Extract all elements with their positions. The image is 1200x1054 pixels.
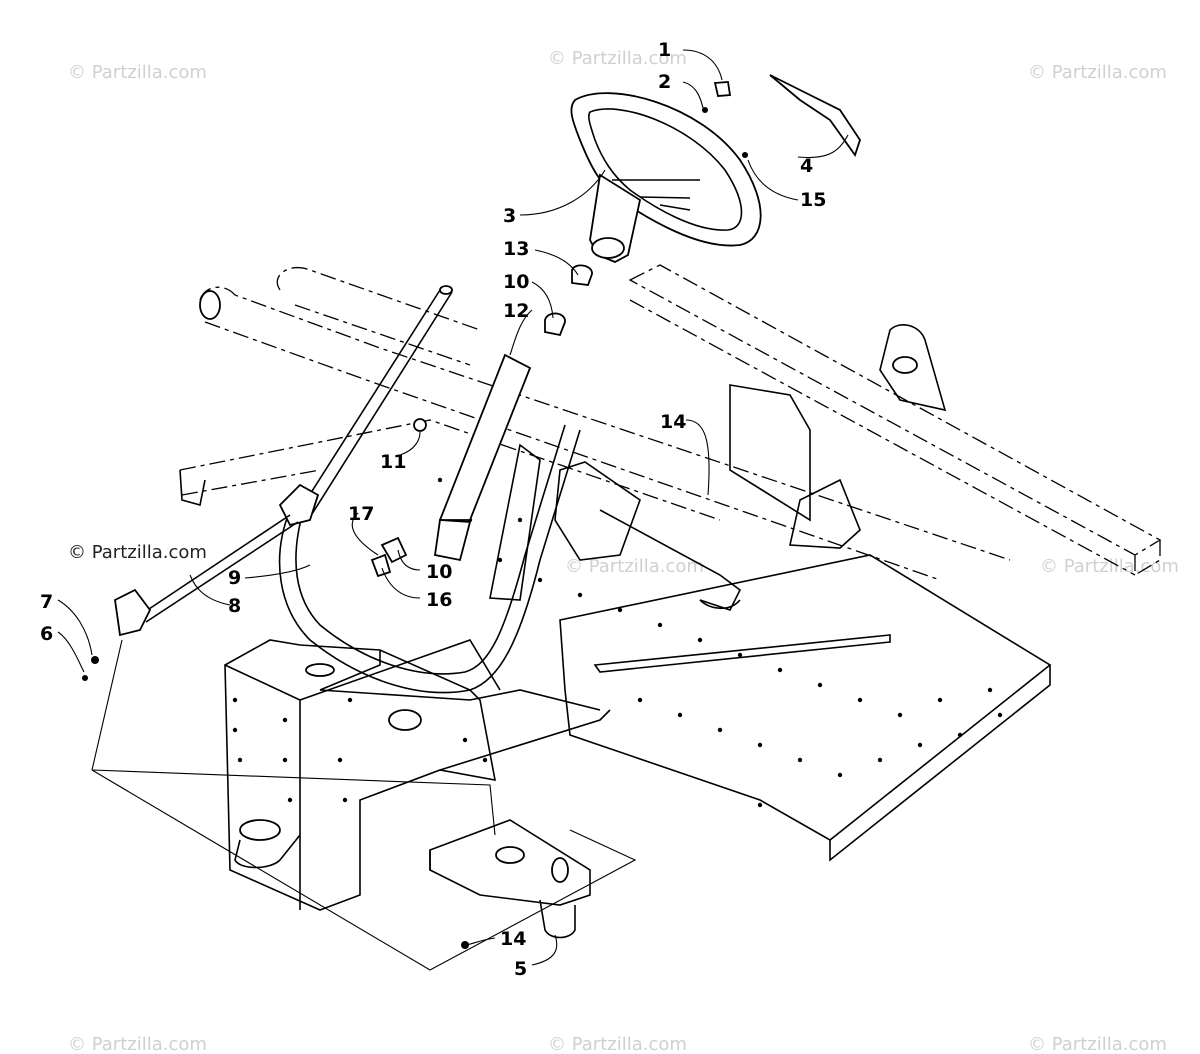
steering-wheel [570, 74, 861, 263]
watermark-bottom-center: © Partzilla.com [548, 1034, 687, 1054]
steering-shaft [82, 285, 453, 771]
callout-9: 9 [228, 567, 241, 589]
callout-11: 11 [380, 451, 406, 473]
watermark-bottom-left: © Partzilla.com [68, 1034, 207, 1054]
watermark-middle-right: © Partzilla.com [1040, 556, 1179, 577]
callout-8: 8 [228, 595, 241, 617]
callout-5: 5 [514, 958, 527, 980]
callout-12: 12 [503, 300, 529, 322]
callout-2: 2 [658, 71, 671, 93]
callout-16: 16 [426, 589, 452, 611]
callout-10-upper: 10 [503, 271, 529, 293]
callout-1: 1 [658, 39, 671, 61]
control-plate [91, 769, 637, 971]
callout-14-lower: 14 [500, 928, 526, 950]
frame-outline [179, 264, 1162, 581]
leader-lines [57, 49, 849, 966]
callout-7: 7 [40, 591, 53, 613]
column-support-hoop [278, 424, 581, 694]
callout-6: 6 [40, 623, 53, 645]
watermark-top-left: © Partzilla.com [68, 62, 207, 83]
callout-17: 17 [348, 503, 374, 525]
watermarks: © Partzilla.com © Partzilla.com © Partzi… [68, 48, 1179, 1054]
steering-column-parts [370, 264, 742, 611]
callout-10-lower: 10 [426, 561, 452, 583]
floor-pan [437, 477, 1052, 862]
watermark-middle-left: © Partzilla.com [68, 542, 207, 563]
callout-14-upper: 14 [660, 411, 686, 433]
watermark-middle: © Partzilla.com [565, 556, 704, 577]
callout-3: 3 [503, 205, 516, 227]
watermark-bottom-right: © Partzilla.com [1028, 1034, 1167, 1054]
callout-labels: 1 2 3 4 5 6 7 8 9 10 10 11 12 13 14 14 1… [40, 39, 826, 980]
front-bulkhead [224, 639, 611, 911]
watermark-top-center: © Partzilla.com [548, 48, 687, 69]
callout-13: 13 [503, 238, 529, 260]
callout-4: 4 [800, 155, 813, 177]
watermark-top-right: © Partzilla.com [1028, 62, 1167, 83]
callout-15: 15 [800, 189, 826, 211]
